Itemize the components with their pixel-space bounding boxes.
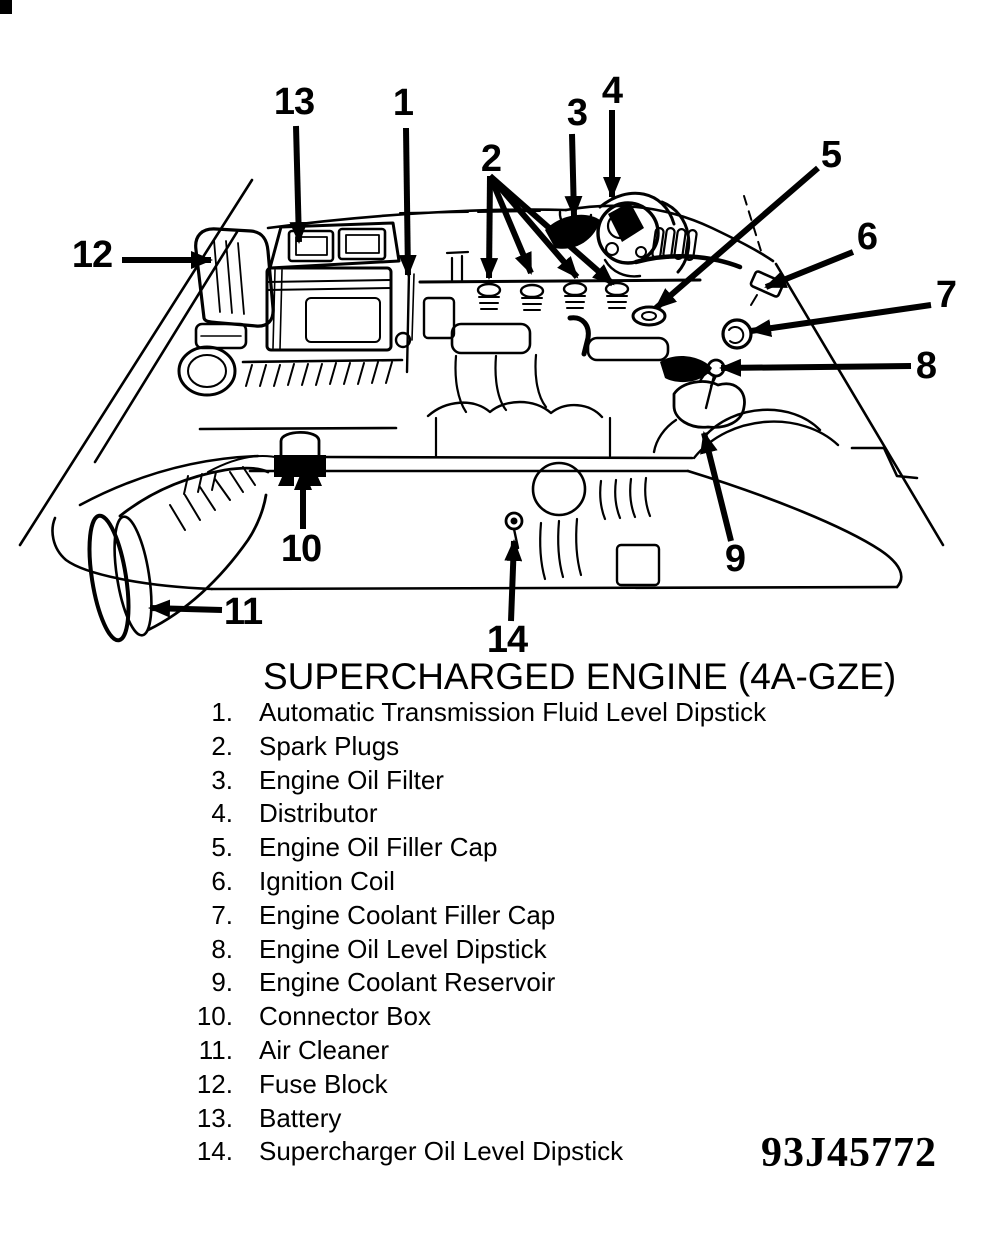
oil-filler-cap-drawing	[631, 305, 667, 327]
legend-item-label: Connector Box	[259, 1001, 431, 1032]
callout-arrow-9	[700, 431, 734, 542]
air-cleaner-drawing	[87, 466, 270, 643]
legend-item: 14. Supercharger Oil Level Dipstick	[181, 1136, 766, 1170]
callout-arrow-6	[764, 249, 855, 290]
legend-item: 7. Engine Coolant Filler Cap	[181, 900, 766, 934]
legend-item-number: 11.	[198, 1034, 233, 1065]
legend-item-label: Supercharger Oil Level Dipstick	[259, 1136, 624, 1167]
callout-arrow-2	[487, 174, 580, 279]
legend-item-number: 4.	[211, 798, 233, 829]
engine-block-drawing	[399, 210, 840, 460]
callout-number-14: 14	[487, 619, 528, 660]
callout-number-8: 8	[916, 345, 936, 387]
legend-item-label: Engine Oil Level Dipstick	[259, 933, 547, 964]
coolant-cap-drawing	[721, 318, 753, 350]
legend-item: 10. Connector Box	[181, 1001, 766, 1035]
figure-code: 93J45772	[761, 1130, 937, 1176]
front-fascia-drawing	[51, 461, 903, 591]
callout-arrow-13	[289, 125, 308, 244]
car-body-outline	[18, 178, 945, 547]
callout-number-2: 2	[481, 138, 501, 180]
callout-arrow-2	[488, 173, 615, 287]
callout-arrow-8	[719, 358, 912, 377]
callout-arrow-7	[749, 302, 932, 338]
callout-number-3: 3	[567, 92, 587, 134]
callout-number-11: 11	[224, 591, 263, 633]
headlight-drawing	[177, 345, 237, 397]
legend-item: 8. Engine Oil Level Dipstick	[181, 934, 766, 968]
legend-item-label: Automatic Transmission Fluid Level Dipst…	[259, 697, 767, 727]
legend-item: 4. Distributor	[181, 798, 766, 832]
legend-item-label: Spark Plugs	[259, 730, 400, 761]
legend-item-label: Engine Oil Filter	[259, 764, 444, 795]
scan-artifact	[0, 0, 12, 14]
callout-arrow-3	[564, 133, 583, 218]
legend-item: 13. Battery	[181, 1103, 766, 1137]
legend-item: 9. Engine Coolant Reservoir	[181, 967, 766, 1001]
legend-item: 12. Fuse Block	[181, 1069, 766, 1103]
legend-list: 1. Automatic Transmission Fluid Level Dip…	[181, 697, 766, 1170]
legend-item-number: 14.	[196, 1136, 233, 1167]
legend-item-number: 8.	[211, 933, 233, 964]
legend-item: 5. Engine Oil Filler Cap	[181, 832, 766, 866]
legend-item-number: 7.	[211, 899, 233, 930]
legend-item-number: 3.	[211, 764, 233, 795]
legend-item-label: Fuse Block	[259, 1068, 388, 1099]
callout-number-4: 4	[602, 70, 623, 112]
legend-item-label: Ignition Coil	[259, 865, 395, 896]
legend-item-label: Distributor	[259, 798, 378, 829]
engine-illustration	[0, 0, 945, 643]
callout-arrow-2	[487, 174, 534, 275]
legend-item: 2. Spark Plugs	[181, 731, 766, 765]
legend-item-number: 5.	[211, 832, 233, 863]
legend-item-number: 1.	[211, 697, 233, 727]
legend-item-label: Battery	[259, 1102, 342, 1133]
legend-item-number: 12.	[196, 1068, 233, 1099]
legend-item-number: 10.	[196, 1001, 233, 1032]
legend-item: 11. Air Cleaner	[181, 1035, 766, 1069]
legend-item: 1. Automatic Transmission Fluid Level Dip…	[181, 697, 766, 731]
fuse-block-drawing	[194, 227, 275, 350]
legend-item-label: Engine Coolant Reservoir	[259, 967, 556, 998]
battery-drawing	[241, 221, 404, 387]
legend-item-label: Air Cleaner	[259, 1034, 390, 1065]
callout-arrow-14	[504, 539, 523, 622]
legend-item-number: 9.	[211, 967, 233, 998]
callout-arrow-1	[398, 127, 417, 277]
legend-item-label: Engine Coolant Filler Cap	[259, 899, 556, 930]
legend-item-label: Engine Oil Filler Cap	[259, 832, 498, 863]
diagram-title: SUPERCHARGED ENGINE (4A-GZE)	[263, 656, 897, 697]
callout-number-6: 6	[857, 216, 877, 258]
callout-number-1: 1	[393, 82, 414, 124]
legend-item-number: 13.	[196, 1102, 233, 1133]
legend-item-number: 6.	[211, 865, 233, 896]
callout-arrow-2	[480, 175, 499, 280]
callout-arrow-5	[654, 165, 820, 311]
legend-item: 3. Engine Oil Filter	[181, 765, 766, 799]
callout-number-10: 10	[281, 528, 321, 570]
atf-dipstick-drawing	[394, 270, 415, 374]
legend-item-number: 2.	[211, 730, 233, 761]
callout-number-7: 7	[936, 274, 956, 316]
callout-arrow-11	[148, 599, 223, 618]
legend-item: 6. Ignition Coil	[181, 866, 766, 900]
callout-number-12: 12	[72, 234, 112, 276]
spark-plugs-drawing	[476, 281, 630, 311]
callout-number-9: 9	[725, 538, 745, 580]
callout-number-13: 13	[274, 81, 314, 123]
callout-number-5: 5	[821, 134, 842, 176]
oil-filter-drawing	[558, 210, 593, 231]
coolant-reservoir-drawing	[652, 370, 746, 454]
